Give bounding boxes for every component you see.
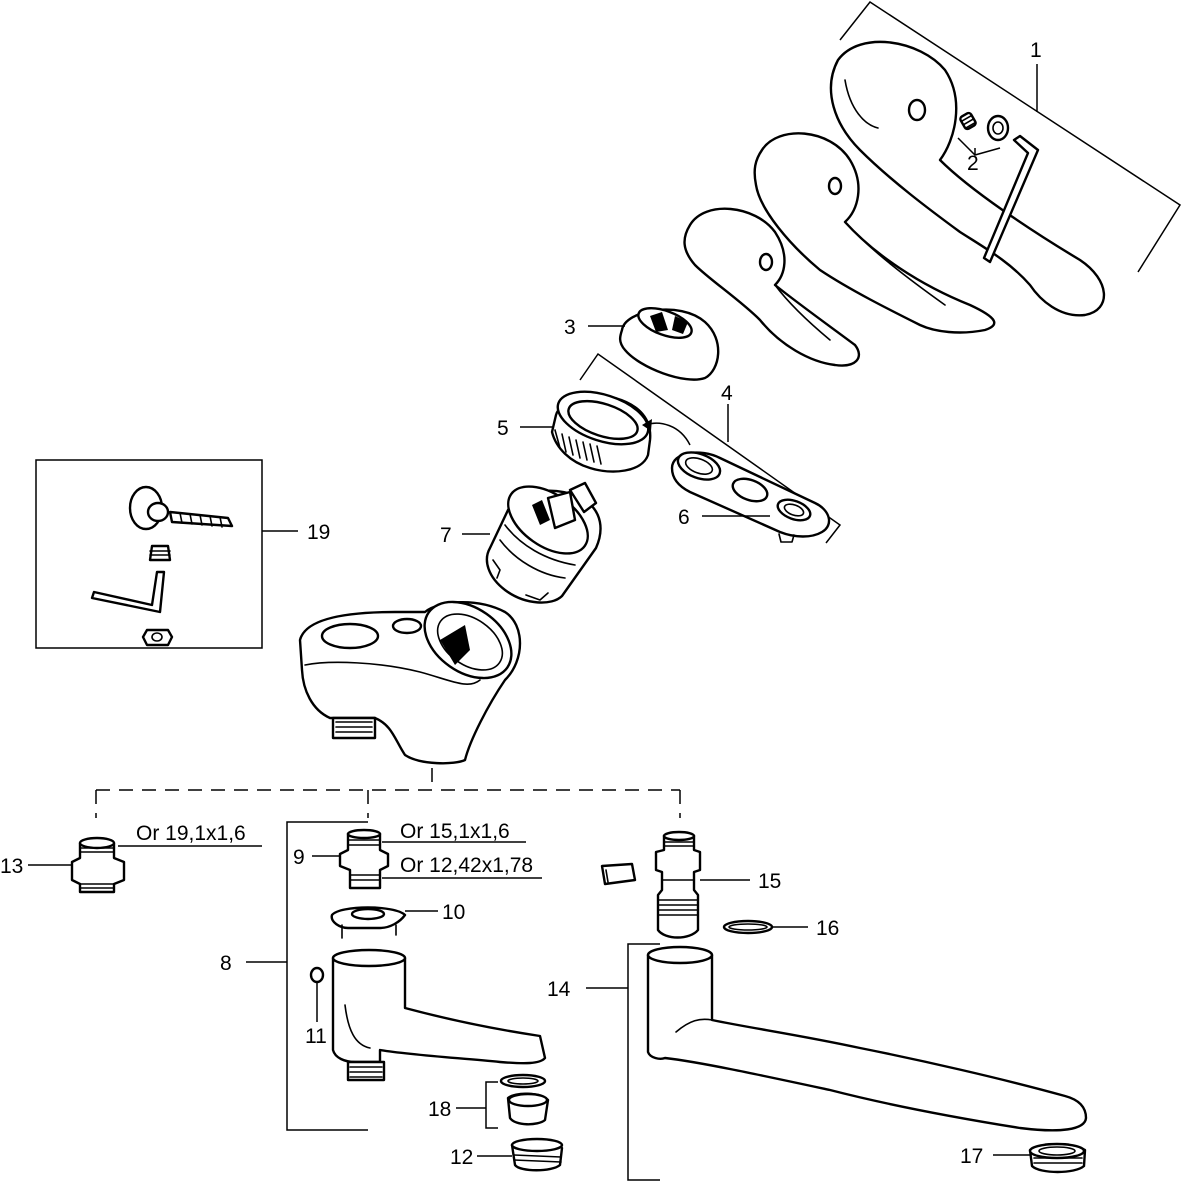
note-part9-top-oring: Or 15,1x1,6 — [400, 820, 510, 843]
callout-7: 7 — [440, 524, 452, 547]
cartridge — [485, 481, 602, 604]
long-spout — [646, 945, 1088, 1132]
callout-6: 6 — [678, 506, 690, 529]
callout-1: 1 — [1030, 39, 1042, 62]
o-ring-notes: Or 19,1x1,6 Or 15,1x1,6 Or 12,42x1,78 — [136, 820, 533, 877]
cover-cap — [618, 307, 720, 381]
spring-clip — [600, 862, 637, 886]
lever-handle-large — [829, 40, 1106, 317]
callout-12: 12 — [450, 1146, 473, 1169]
grub-screw-and-cap — [957, 111, 1010, 156]
aerator-12 — [477, 1137, 564, 1172]
callout-2: 2 — [967, 152, 979, 175]
mixer-body — [298, 600, 522, 765]
short-spout — [331, 948, 547, 1082]
callout-19: 19 — [307, 521, 330, 544]
cartridge-nut — [550, 390, 691, 473]
callout-17: 17 — [960, 1145, 983, 1168]
group-1-bracket — [839, 0, 1182, 273]
connector-13 — [28, 836, 262, 894]
callout-15: 15 — [758, 870, 781, 893]
small-screw-11 — [309, 966, 325, 1022]
union-9 — [312, 828, 542, 890]
lever-handle-small — [683, 207, 861, 367]
callout-10: 10 — [442, 901, 465, 924]
aerator-17 — [993, 1142, 1087, 1174]
callout-5: 5 — [497, 417, 509, 440]
lever-handle-medium — [753, 132, 996, 334]
callout-11: 11 — [305, 1025, 327, 1048]
allen-key — [982, 134, 1040, 264]
group-8-bracket — [246, 821, 368, 1131]
callout-16: 16 — [816, 917, 839, 940]
note-part9-bottom-oring: Or 12,42x1,78 — [400, 854, 533, 877]
callout-18: 18 — [428, 1098, 451, 1121]
callout-9: 9 — [293, 846, 305, 869]
aerator-seal-18 — [456, 1073, 550, 1129]
note-part13-oring: Or 19,1x1,6 — [136, 822, 246, 845]
callout-8: 8 — [220, 952, 232, 975]
callout-labels: 1 2 3 4 5 6 7 8 9 10 11 12 13 14 15 16 1… — [0, 39, 1042, 1169]
callout-13: 13 — [0, 855, 23, 878]
group-4-bracket — [579, 352, 842, 544]
callout-14: 14 — [547, 978, 571, 1001]
leader-lines — [462, 325, 770, 535]
retaining-clip — [330, 906, 438, 939]
valve-15 — [654, 830, 750, 939]
o-ring-16 — [722, 919, 808, 935]
callout-4: 4 — [721, 382, 733, 405]
callout-3: 3 — [564, 316, 576, 339]
connection-lines — [95, 768, 681, 818]
bridge-plate — [670, 451, 831, 543]
group-14-bracket — [586, 943, 660, 1181]
spare-parts-kit-box — [35, 459, 298, 649]
